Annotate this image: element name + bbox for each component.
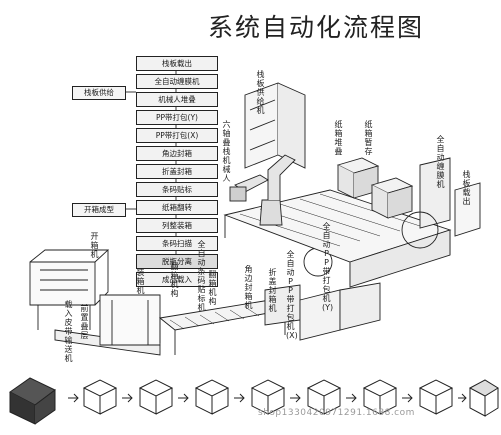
side-box-pallet-supply: 栈板供给: [72, 86, 126, 100]
label-carton-intake: 载入皮带输送机: [64, 300, 73, 363]
watermark-text: shop1330420971291.1688.com: [258, 408, 415, 418]
flow-step-10: 列整装箱: [136, 218, 218, 233]
flow-step-13: 成品载入: [136, 272, 218, 287]
flow-step-2: 全自动缠膜机: [136, 74, 218, 89]
flow-step-3: 机械人堆叠: [136, 92, 218, 107]
label-carton-temp: 纸箱暂存: [364, 120, 373, 156]
flow-step-9: 纸箱翻转: [136, 200, 218, 215]
label-fold-seal: 折盖封箱机: [268, 268, 277, 313]
label-auto-label: 全自动条码贴标机: [197, 240, 206, 312]
flow-step-5: PP带打包(X): [136, 128, 218, 143]
label-pallet-supply-machine: 栈板供给机: [256, 70, 265, 115]
label-corner-seal: 角边封箱机: [244, 265, 253, 310]
label-carton-stack: 纸箱堆叠: [334, 120, 343, 156]
label-six-axis-robot: 六轴叠栈机械人: [222, 120, 231, 183]
page-title: 系统自动化流程图: [208, 13, 425, 42]
flow-step-7: 折盖封箱: [136, 164, 218, 179]
label-layering-belt: 前置叠层: [80, 304, 89, 340]
flow-step-4: PP带打包(Y): [136, 110, 218, 125]
flow-step-8: 条码贴标: [136, 182, 218, 197]
label-flip-case: 翻箱机构: [208, 270, 217, 306]
flow-step-1: 栈板载出: [136, 56, 218, 71]
flow-step-6: 角边封箱: [136, 146, 218, 161]
label-case-erector: 开箱机: [90, 232, 99, 259]
label-pp-auto-x: 全自动PP带打包机(X): [286, 250, 298, 340]
label-pallet-out: 栈板载出: [462, 170, 471, 206]
label-flip-machine: 翻箱机构: [170, 262, 179, 298]
label-case-packer: 装箱机: [136, 268, 145, 295]
label-pp-auto-y: 全自动PP带打包机(Y): [322, 222, 334, 312]
side-box-case-forming: 开箱成型: [72, 203, 126, 217]
flow-step-11: 条码扫描: [136, 236, 218, 251]
flow-step-12: 脱瓶分离: [136, 254, 218, 269]
label-auto-wrapper: 全自动缠膜机: [436, 135, 445, 189]
